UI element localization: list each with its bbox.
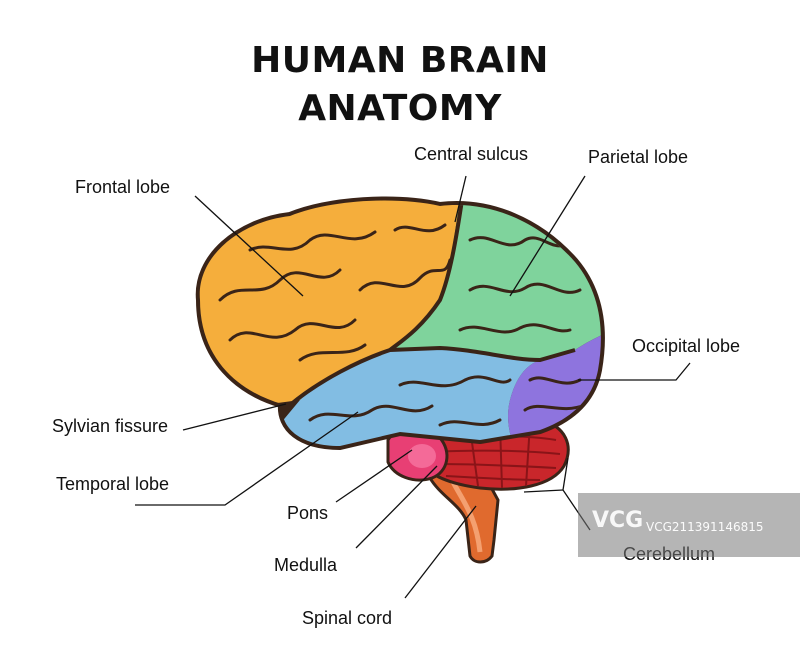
- label-sylvian-fissure: Sylvian fissure: [52, 416, 168, 436]
- label-medulla: Medulla: [274, 555, 338, 575]
- label-temporal-lobe: Temporal lobe: [56, 474, 169, 494]
- label-occipital-lobe: Occipital lobe: [632, 336, 740, 356]
- pons-highlight: [408, 444, 436, 468]
- temporal-lobe-shape: [250, 348, 540, 446]
- watermark-box: [578, 493, 800, 557]
- central-sulcus-line: [388, 200, 464, 352]
- occipital-lobe-shape: [508, 320, 601, 446]
- label-pons: Pons: [287, 503, 328, 523]
- leader-lines: [135, 175, 691, 599]
- watermark-text: VCG211391146815: [646, 520, 764, 534]
- label-spinal-cord: Spinal cord: [302, 608, 392, 628]
- label-frontal-lobe: Frontal lobe: [75, 177, 170, 197]
- title-line-2: ANATOMY: [298, 88, 502, 129]
- title-line-1: HUMAN BRAIN: [251, 40, 549, 81]
- spinal-cord-highlight: [449, 478, 483, 553]
- sylvian-fissure-line: [288, 345, 576, 407]
- gyri-lines: [218, 223, 587, 427]
- label-parietal-lobe: Parietal lobe: [588, 147, 688, 167]
- watermark-logo: VCG: [592, 508, 644, 533]
- label-central-sulcus: Central sulcus: [414, 144, 528, 164]
